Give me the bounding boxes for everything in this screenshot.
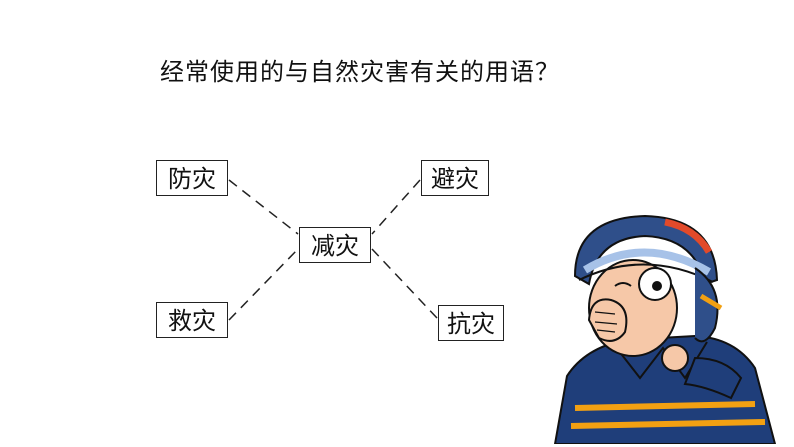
node-fangzai: 防灾 bbox=[156, 160, 228, 196]
connector-bizai-jianzai bbox=[371, 179, 421, 235]
connector-jiuzai-jianzai bbox=[228, 248, 299, 321]
connector-fangzai-jianzai bbox=[228, 179, 299, 235]
node-kangzai: 抗灾 bbox=[438, 305, 504, 341]
connector-kangzai-jianzai bbox=[371, 248, 438, 319]
firefighter-yawning-icon bbox=[553, 214, 777, 444]
node-bizai: 避灾 bbox=[421, 160, 489, 196]
page-title: 经常使用的与自然灾害有关的用语？ bbox=[160, 58, 560, 86]
node-jiuzai: 救灾 bbox=[156, 302, 228, 338]
node-jianzai: 减灾 bbox=[299, 227, 371, 263]
